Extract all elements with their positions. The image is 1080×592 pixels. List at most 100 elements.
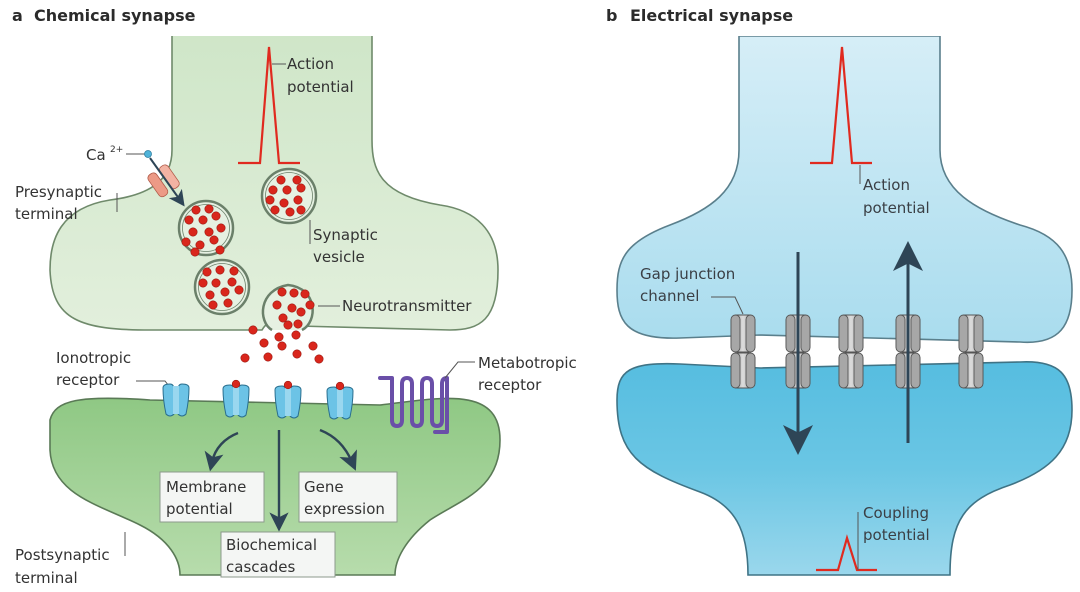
- neurotransmitter-dot: [191, 205, 201, 215]
- neurotransmitter-dot: [211, 211, 221, 221]
- neurotransmitter-dot: [277, 287, 287, 297]
- neurotransmitter-dot: [211, 278, 221, 288]
- panel-b: b Electrical synapse Action potential Ga…: [606, 6, 1073, 576]
- neurotransmitter-dot: [240, 353, 250, 363]
- neurotransmitter-dot: [278, 313, 288, 323]
- ionotropic-receptor-icon: [274, 380, 302, 419]
- ionotropic-receptor-icon: [162, 383, 190, 417]
- postsynaptic-label-1: Postsynaptic: [15, 546, 110, 564]
- neurotransmitter-dot: [282, 185, 292, 195]
- postsynaptic-label-2: terminal: [15, 569, 78, 587]
- neurotransmitter-dot: [270, 205, 280, 215]
- neurotransmitter-dot: [279, 198, 289, 208]
- ionotropic-receptor-icon: [222, 379, 250, 418]
- neurotransmitter-dot: [291, 330, 301, 340]
- neurotransmitter-dot: [289, 288, 299, 298]
- action-potential-spike-a: [238, 46, 300, 165]
- ionotropic-label-2: receptor: [56, 371, 120, 389]
- coupling-potential-spike: [816, 534, 877, 572]
- neurotransmitter-dot: [195, 240, 205, 250]
- presynaptic-label-2: terminal: [15, 205, 78, 223]
- gap-junction-channel-icon: [958, 314, 984, 389]
- calcium-label: Ca: [86, 146, 106, 164]
- gap-junction-channel-icon: [730, 314, 756, 389]
- gap-junction-channel-icon: [895, 314, 921, 389]
- neurotransmitter-dot: [190, 247, 200, 257]
- electrical-presynaptic-cell: [616, 35, 1073, 344]
- neurotransmitter-dot: [283, 320, 293, 330]
- neurotransmitter-dot: [188, 227, 198, 237]
- gap-junction-channel-icon: [838, 314, 864, 389]
- panel-a: a Chemical synapse Action potential Ca 2…: [12, 6, 577, 587]
- metabotropic-receptor-icon: [378, 376, 449, 434]
- neurotransmitter-dot: [305, 300, 315, 310]
- action-potential-spike-b: [810, 46, 872, 165]
- neurotransmitter-dot: [292, 349, 302, 359]
- neurotransmitter-dot: [204, 227, 214, 237]
- neurotransmitter-dot: [263, 352, 273, 362]
- neurotransmitter-dot: [248, 325, 258, 335]
- action-potential-label-b-1: Action: [863, 176, 910, 194]
- membrane-potential-text-1: Membrane: [166, 478, 246, 496]
- gene-expression-box: Gene expression: [298, 471, 398, 523]
- neurotransmitter-dot: [276, 175, 286, 185]
- neurotransmitter-dot: [215, 265, 225, 275]
- neurotransmitter-dot: [208, 300, 218, 310]
- neurotransmitter-dot: [265, 195, 275, 205]
- neurotransmitter-dot: [259, 338, 269, 348]
- neurotransmitter-dot: [296, 205, 306, 215]
- electrical-postsynaptic-cell: [616, 361, 1073, 576]
- biochemical-cascades-box: Biochemical cascades: [220, 531, 336, 578]
- synaptic-vesicle-label-2: vesicle: [313, 248, 365, 266]
- synaptic-vesicle-label-1: Synaptic: [313, 226, 378, 244]
- panel-b-title: Electrical synapse: [630, 6, 793, 25]
- neurotransmitter-dot: [229, 266, 239, 276]
- panel-a-letter: a: [12, 6, 23, 25]
- neurotransmitter-dot: [184, 215, 194, 225]
- neurotransmitter-dot: [205, 290, 215, 300]
- neurotransmitter-dot: [209, 235, 219, 245]
- postsynaptic-terminal: [49, 397, 501, 576]
- arrow-to-membrane-potential: [204, 431, 239, 472]
- arrow-to-gene-expression: [319, 428, 357, 471]
- neurotransmitter-dot: [216, 223, 226, 233]
- neurotransmitter-dot: [198, 215, 208, 225]
- neurotransmitter-dot: [296, 183, 306, 193]
- presynaptic-label-1: Presynaptic: [15, 183, 102, 201]
- neurotransmitter-dot: [268, 185, 278, 195]
- gene-expression-text-1: Gene: [304, 478, 344, 496]
- action-potential-label-a-2: potential: [287, 78, 354, 96]
- neurotransmitter-dot: [272, 300, 282, 310]
- neurotransmitter-dot: [227, 277, 237, 287]
- neurotransmitter-dot: [287, 303, 297, 313]
- biochemical-cascades-text-2: cascades: [226, 558, 295, 576]
- metabotropic-label-1: Metabotropic: [478, 354, 577, 372]
- neurotransmitter-dot: [292, 175, 302, 185]
- gap-junction-label-2: channel: [640, 287, 699, 305]
- action-potential-label-a-1: Action: [287, 55, 334, 73]
- membrane-potential-box: Membrane potential: [159, 471, 265, 523]
- panel-b-letter: b: [606, 6, 617, 25]
- bound-neurotransmitter: [231, 379, 241, 389]
- neurotransmitter-dot: [198, 278, 208, 288]
- gap-junction-label-1: Gap junction: [640, 265, 735, 283]
- coupling-potential-label-2: potential: [863, 526, 930, 544]
- neurotransmitter-dots: [181, 175, 324, 364]
- panel-a-title: Chemical synapse: [34, 6, 196, 25]
- neurotransmitter-dot: [204, 204, 214, 214]
- neurotransmitter-dot: [220, 287, 230, 297]
- neurotransmitter-dot: [215, 245, 225, 255]
- ionotropic-receptor-icon: [326, 381, 354, 420]
- neurotransmitter-label: Neurotransmitter: [342, 297, 472, 315]
- biochemical-cascades-text-1: Biochemical: [226, 536, 317, 554]
- neurotransmitter-dot: [285, 207, 295, 217]
- neurotransmitter-dot: [293, 195, 303, 205]
- ionotropic-label-1: Ionotropic: [56, 349, 131, 367]
- bound-neurotransmitter: [283, 380, 293, 390]
- neurotransmitter-dot: [314, 354, 324, 364]
- neurotransmitter-dot: [277, 341, 287, 351]
- neurotransmitter-dot: [202, 267, 212, 277]
- action-potential-label-b-2: potential: [863, 199, 930, 217]
- neurotransmitter-dot: [296, 307, 306, 317]
